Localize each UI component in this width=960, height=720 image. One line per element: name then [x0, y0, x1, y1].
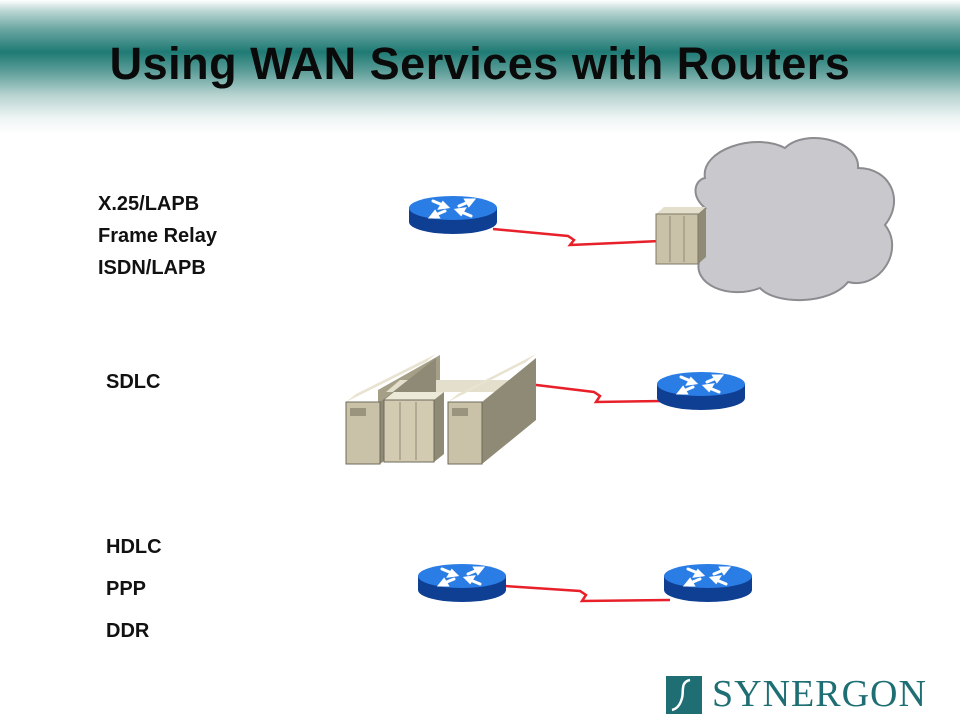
protocol-list-row1: X.25/LAPB Frame Relay ISDN/LAPB — [98, 188, 217, 284]
protocol-list-row2: SDLC — [106, 366, 160, 398]
wan-cloud-icon — [679, 137, 896, 302]
wan-switch-icon — [655, 207, 706, 265]
mainframe-icon — [345, 354, 536, 465]
router-icon — [655, 370, 747, 412]
s-swoosh-icon — [666, 676, 702, 714]
protocol-label: PPP — [106, 578, 147, 600]
serial-link-icon — [519, 381, 665, 404]
company-logo-text: SYNERGON — [712, 673, 927, 715]
router-icon — [416, 562, 508, 604]
protocol-list-row3: HDLC PPP DDR — [106, 526, 162, 652]
protocol-label: DDR — [106, 620, 150, 642]
protocol-label: HDLC — [106, 536, 162, 558]
protocol-label: Frame Relay — [98, 225, 217, 247]
protocol-label: ISDN/LAPB — [98, 257, 206, 279]
title-banner — [0, 0, 960, 135]
router-icon — [407, 194, 499, 236]
serial-link-icon — [504, 584, 671, 603]
protocol-label: SDLC — [106, 371, 161, 393]
page-title: Using WAN Services with Routers — [109, 38, 851, 89]
router-icon — [662, 562, 754, 604]
protocol-label: X.25/LAPB — [98, 193, 200, 215]
serial-link-icon — [492, 227, 661, 247]
